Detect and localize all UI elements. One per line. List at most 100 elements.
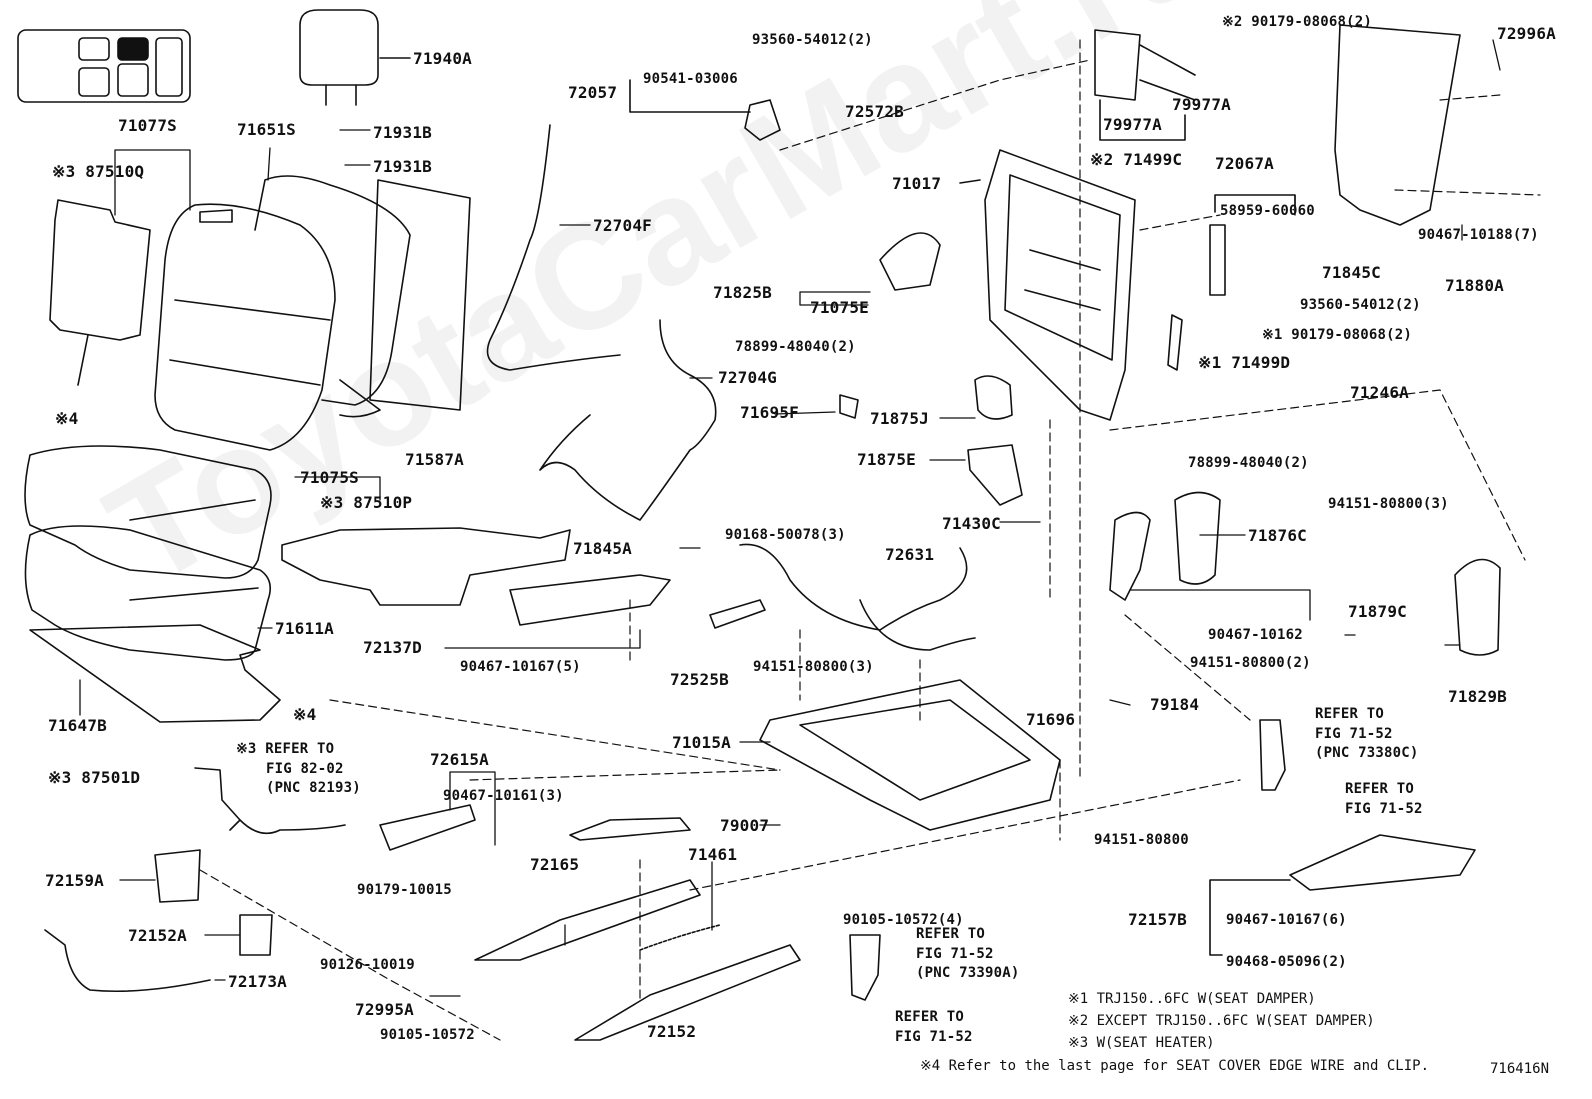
label-171499D: ※1 71499D bbox=[1198, 353, 1291, 372]
ref-fig-71-52-c: REFER TO FIG 71-52 (PNC 73390A) bbox=[916, 926, 1020, 982]
label-71461: 71461 bbox=[688, 845, 738, 864]
label-79977A-a: 79977A bbox=[1172, 95, 1231, 114]
label-72067A: 72067A bbox=[1215, 154, 1274, 173]
label-71075E: 71075E bbox=[810, 298, 869, 317]
label-clip-note-b: ※4 bbox=[293, 705, 317, 724]
label-71075S: 71075S bbox=[300, 468, 359, 487]
cable-72631-b bbox=[859, 599, 976, 651]
label-71845A: 71845A bbox=[573, 539, 632, 558]
label-90105-10572-4: 90105-10572(4) bbox=[843, 912, 964, 928]
cable-72704F bbox=[486, 124, 621, 371]
spring-71461 bbox=[639, 924, 721, 951]
label-71499C: ※2 71499C bbox=[1090, 150, 1183, 169]
back-board-shape bbox=[369, 179, 471, 411]
label-72159A: 72159A bbox=[45, 871, 104, 890]
label-93560-54012-a: 93560-54012(2) bbox=[752, 32, 873, 48]
label-94151-80800-3b: 94151-80800(3) bbox=[1328, 496, 1449, 512]
label-72525B: 72525B bbox=[670, 670, 729, 689]
cover-71876C bbox=[1174, 491, 1221, 585]
label-90467-10188: 90467-10188(7) bbox=[1418, 227, 1539, 243]
label-71829B: 71829B bbox=[1448, 687, 1507, 706]
label-71647B: 71647B bbox=[48, 716, 107, 735]
label-72157B: 72157B bbox=[1128, 910, 1187, 929]
label-90467-10167-6: 90467-10167(6) bbox=[1226, 912, 1347, 928]
label-72996A: 72996A bbox=[1497, 24, 1556, 43]
label-71876C: 71876C bbox=[1248, 526, 1307, 545]
cable-72631 bbox=[739, 543, 968, 631]
ref-fig-71-52-b: REFER TO FIG 71-52 bbox=[1345, 781, 1423, 817]
label-79977A-b: 79977A bbox=[1103, 115, 1162, 134]
rail-72152 bbox=[574, 944, 801, 1041]
label-71430C: 71430C bbox=[942, 514, 1001, 533]
label-90468-05096: 90468-05096(2) bbox=[1226, 954, 1347, 970]
back-panel-71880A bbox=[1334, 24, 1461, 226]
cable-72704G bbox=[539, 319, 717, 521]
seatback-frame bbox=[984, 149, 1136, 421]
part-72067A bbox=[1209, 224, 1226, 296]
heater-wire-back bbox=[77, 334, 89, 386]
harness-87501D bbox=[194, 767, 241, 831]
label-72704F: 72704F bbox=[593, 216, 652, 235]
seat-cushion-cover bbox=[24, 445, 272, 579]
label-71879C: 71879C bbox=[1348, 602, 1407, 621]
label-71587A: 71587A bbox=[405, 450, 464, 469]
label-78899-48040-b: 78899-48040(2) bbox=[1188, 455, 1309, 471]
label-90179-10015: 90179-10015 bbox=[357, 882, 452, 898]
label-72152: 72152 bbox=[647, 1022, 697, 1041]
label-71651S: 71651S bbox=[237, 120, 296, 139]
index-thumbnail bbox=[17, 29, 191, 103]
label-71875E: 71875E bbox=[857, 450, 916, 469]
figure-number: 716416N bbox=[1490, 1061, 1550, 1077]
part-71875E bbox=[967, 444, 1023, 506]
lever-72057 bbox=[744, 99, 781, 141]
label-90467-10161: 90467-10161(3) bbox=[443, 788, 564, 804]
label-71931B-upper: 71931B bbox=[373, 123, 432, 142]
label-87510Q: ※3 87510Q bbox=[52, 162, 145, 181]
label-71875J: 71875J bbox=[870, 409, 929, 428]
heater-mat-cushion bbox=[281, 527, 571, 606]
label-71246A: 71246A bbox=[1350, 383, 1409, 402]
footnote-1: ※1 TRJ150..6FC W(SEAT DAMPER) bbox=[1068, 991, 1316, 1007]
seat-frame-71015A bbox=[759, 679, 1061, 831]
label-290179-08068: ※2 90179-08068(2) bbox=[1222, 14, 1372, 30]
label-90467-10162: 90467-10162 bbox=[1208, 627, 1303, 643]
label-93560-54012-b: 93560-54012(2) bbox=[1300, 297, 1421, 313]
leader-71499C bbox=[1099, 99, 1186, 141]
label-71015A: 71015A bbox=[672, 733, 731, 752]
label-87501D: ※3 87501D bbox=[48, 768, 141, 787]
label-72152A: 72152A bbox=[128, 926, 187, 945]
seat-cushion-pad bbox=[24, 525, 271, 661]
dashed-lines bbox=[199, 39, 1541, 1041]
label-71695F: 71695F bbox=[740, 403, 799, 422]
wire-72173A bbox=[44, 929, 211, 993]
part-71695F bbox=[839, 394, 859, 419]
label-71017: 71017 bbox=[892, 174, 942, 193]
seatback-pad-shape bbox=[254, 175, 411, 418]
part-71875J bbox=[974, 375, 1013, 420]
label-72572B: 72572B bbox=[845, 102, 904, 121]
label-72137D: 72137D bbox=[363, 638, 422, 657]
cover-71879C bbox=[1109, 511, 1151, 601]
label-71845C: 71845C bbox=[1322, 263, 1381, 282]
cushion-board bbox=[29, 624, 281, 723]
bracket-79977A bbox=[1094, 29, 1196, 101]
ref-fig-82-02: ※3 REFER TO FIG 82-02 (PNC 82193) bbox=[236, 741, 361, 797]
leader-71017 bbox=[959, 179, 981, 184]
label-90541-03006: 90541-03006 bbox=[643, 71, 738, 87]
cover-71829B bbox=[1454, 558, 1501, 656]
rail-72165 bbox=[474, 879, 701, 961]
bracket-72615A bbox=[379, 804, 476, 851]
seatback-cover-shape bbox=[154, 203, 336, 451]
harness-87501D-b bbox=[239, 819, 346, 835]
label-90168-50078: 90168-50078(3) bbox=[725, 527, 846, 543]
label-72165: 72165 bbox=[530, 855, 580, 874]
label-72615A: 72615A bbox=[430, 750, 489, 769]
label-94151-80800-3a: 94151-80800(3) bbox=[753, 659, 874, 675]
label-71077S: 71077S bbox=[118, 116, 177, 135]
footnote-3: ※3 W(SEAT HEATER) bbox=[1068, 1035, 1215, 1051]
headrest-shape bbox=[299, 9, 379, 106]
cover-72157B bbox=[1289, 834, 1476, 891]
bracket-72057 bbox=[629, 79, 751, 113]
